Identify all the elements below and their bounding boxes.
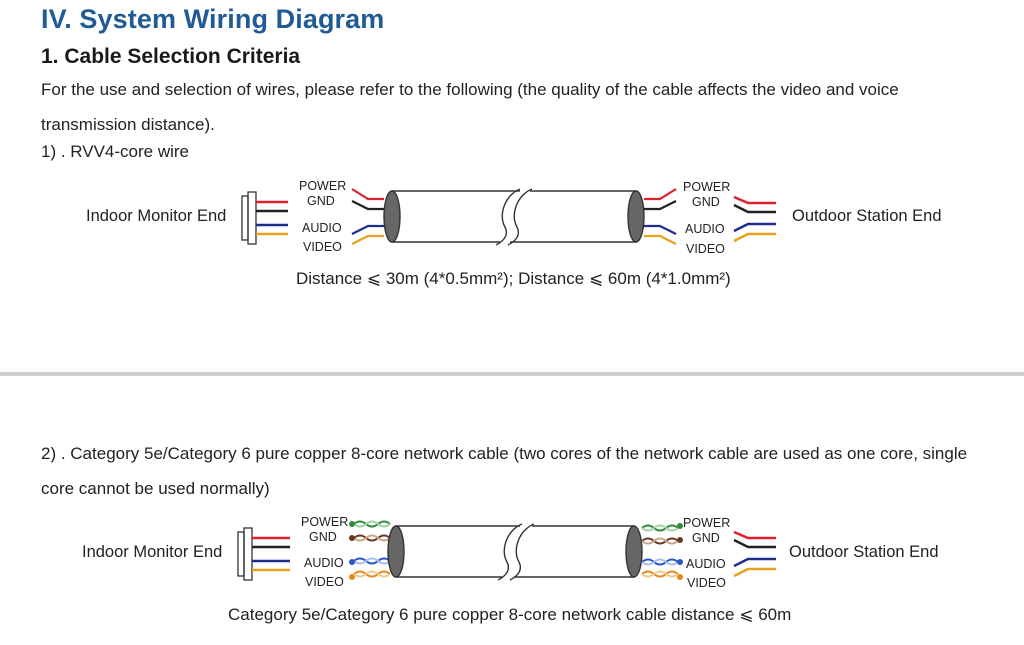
item2-caption: Category 5e/Category 6 pure copper 8-cor… (228, 605, 792, 624)
cable-body (383, 188, 645, 246)
item1-left-audio-label: AUDIO (302, 221, 342, 235)
item1-left-power-label: POWER (299, 179, 346, 193)
item1-right-video-label: VIDEO (686, 242, 725, 256)
right-fan-wires (644, 188, 677, 245)
left-connector-icon (241, 191, 257, 245)
item2-left-end-label: Indoor Monitor End (82, 543, 223, 561)
item2-left-power-label: POWER (301, 515, 348, 529)
item1-left-end-label: Indoor Monitor End (86, 207, 227, 225)
item2-left-audio-label: AUDIO (304, 556, 344, 570)
item1-caption: Distance ⩽ 30m (4*0.5mm²); Distance ⩽ 60… (296, 269, 731, 288)
item1-left-gnd-label: GND (307, 194, 335, 208)
item2-heading-line-1: 2) . Category 5e/Category 6 pure copper … (41, 444, 968, 463)
left-twisted-pairs (349, 520, 391, 580)
item1-left-video-label: VIDEO (303, 240, 342, 254)
item2-right-video-label: VIDEO (687, 576, 726, 590)
cat5e-wiring-diagram: POWER GND AUDIO VIDEO P (237, 515, 776, 590)
right-wire-stubs (733, 195, 776, 243)
left-wire-stubs (256, 200, 288, 236)
left-fan-wires (351, 188, 384, 245)
right-wire-stubs (733, 530, 776, 578)
cable-body (387, 523, 643, 581)
item2-left-gnd-label: GND (309, 530, 337, 544)
intro-line-1: For the use and selection of wires, plea… (41, 80, 899, 99)
item1-right-end-label: Outdoor Station End (792, 207, 942, 225)
item2-right-power-label: POWER (683, 516, 730, 530)
left-connector-icon (237, 527, 253, 581)
subsection-title: 1. Cable Selection Criteria (41, 45, 301, 68)
item1-right-gnd-label: GND (692, 195, 720, 209)
item1-heading: 1) . RVV4-core wire (41, 142, 190, 161)
right-twisted-pairs (641, 523, 683, 580)
item1-right-audio-label: AUDIO (685, 222, 725, 236)
item2-right-gnd-label: GND (692, 531, 720, 545)
rvv4-wiring-diagram: POWER GND AUDIO VIDEO POWER GND AUDIO VI… (241, 179, 776, 256)
section-divider (0, 372, 1024, 376)
item1-right-power-label: POWER (683, 180, 730, 194)
item2-right-audio-label: AUDIO (686, 557, 726, 571)
left-wire-stubs (252, 536, 290, 572)
item2-left-video-label: VIDEO (305, 575, 344, 589)
intro-line-2: transmission distance). (41, 115, 215, 134)
item2-right-end-label: Outdoor Station End (789, 543, 939, 561)
section-title: IV. System Wiring Diagram (41, 4, 385, 34)
item2-heading-line-2: core cannot be used normally) (41, 479, 270, 498)
